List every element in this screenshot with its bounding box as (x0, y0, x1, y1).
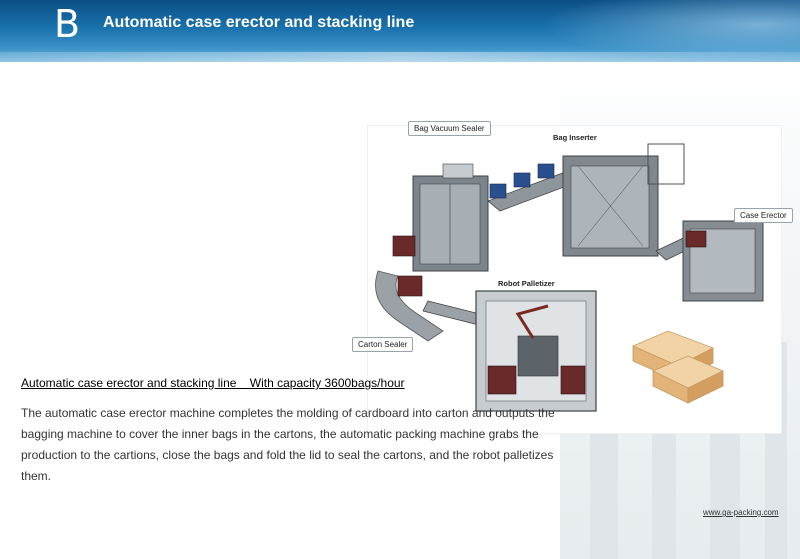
label-bag-inserter: Bag Inserter (553, 133, 597, 142)
blue-bin (513, 172, 531, 188)
header-banner: B Automatic case erector and stacking li… (0, 0, 800, 62)
blue-bin (489, 183, 507, 199)
carton-box (397, 275, 423, 297)
machine-layout-drawing (375, 143, 764, 412)
section-subheading: Automatic case erector and stacking line… (21, 376, 405, 390)
carton-box (685, 230, 707, 248)
pallet-stack (487, 365, 517, 395)
robot-arm (515, 304, 549, 339)
label-robot-palletizer: Robot Palletizer (498, 279, 555, 288)
page-title: Automatic case erector and stacking line (103, 14, 415, 31)
pallet-stack (560, 365, 586, 395)
blue-bin (537, 163, 555, 179)
website-link[interactable]: www.ga-packing.com (703, 508, 779, 517)
carton-box (392, 235, 416, 257)
header-glow (540, 0, 800, 62)
robot-base (517, 335, 559, 377)
stacked-cartons-icon (632, 330, 724, 404)
header-light-streak (0, 52, 800, 62)
description-paragraph: The automatic case erector machine compl… (21, 406, 555, 483)
safety-rail (647, 143, 685, 185)
section-letter: B (54, 2, 81, 46)
curved-conveyor (375, 270, 444, 342)
label-bag-vacuum-sealer: Bag Vacuum Sealer (408, 121, 491, 136)
production-line-illustration: Bag Vacuum Sealer Bag Inserter Case Erec… (352, 121, 793, 434)
label-case-erector: Case Erector (734, 208, 793, 223)
label-carton-sealer: Carton Sealer (352, 337, 414, 352)
